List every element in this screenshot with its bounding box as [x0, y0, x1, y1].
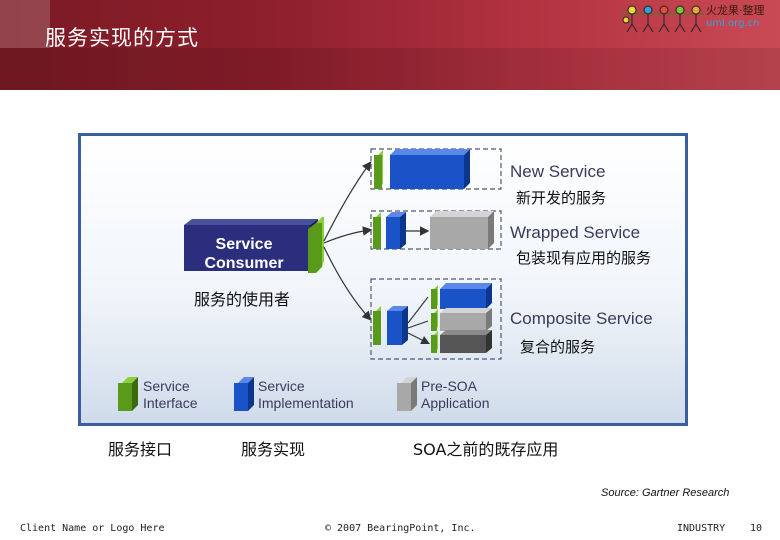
presoa-caption: SOA之前的既存应用	[413, 440, 559, 459]
composite-service-group: Composite Service 复合的服务	[370, 278, 653, 360]
wrapped-service-group: Wrapped Service 包装现有应用的服务	[370, 210, 651, 267]
legend-presoa-line2: Application	[421, 395, 490, 411]
composite-service-dashed-box	[370, 278, 502, 360]
new-service-caption: 新开发的服务	[516, 189, 606, 207]
implementation-caption: 服务实现	[241, 440, 306, 459]
arrow-to-new-service	[323, 161, 372, 242]
legend-interface: Service Interface	[118, 377, 198, 411]
header-bar	[0, 0, 780, 90]
legend-presoa-line1: Pre-SOA	[421, 378, 478, 394]
legend-implementation: Service Implementation	[234, 377, 354, 411]
wrapped-service-label: Wrapped Service	[510, 223, 640, 242]
source-note: Source: Gartner Research	[601, 487, 730, 499]
consumer-label-line1: Service	[216, 236, 273, 253]
consumer-label-line2: Consumer	[204, 255, 283, 272]
service-diagram: Service Consumer New Service 新开发的服务 Wrap…	[78, 133, 688, 426]
legend-interface-line2: Interface	[143, 395, 198, 411]
legend-implementation-line1: Service	[258, 378, 305, 394]
footer-industry: INDUSTRY	[677, 523, 726, 534]
page-title: 服务实现的方式	[45, 26, 199, 50]
footer-page-number: 10	[750, 523, 763, 534]
legend-presoa: Pre-SOA Application	[397, 377, 490, 411]
composite-service-caption: 复合的服务	[520, 338, 595, 356]
new-service-label: New Service	[510, 162, 605, 181]
consumer-caption: 服务的使用者	[194, 290, 291, 309]
footer-copyright: © 2007 BearingPoint, Inc.	[325, 523, 476, 534]
legend-interface-line1: Service	[143, 378, 190, 394]
arrow-to-wrapped-service	[323, 226, 373, 244]
arrow-to-composite-service	[323, 246, 372, 321]
logo-title: 火龙果·整理	[706, 4, 765, 17]
composite-service-label: Composite Service	[510, 309, 653, 328]
logo-url: uml.org.cn	[706, 18, 760, 29]
header-accent	[0, 0, 50, 48]
legend-implementation-line2: Implementation	[258, 395, 354, 411]
consumer-block: Service Consumer	[184, 217, 324, 273]
wrapped-service-caption: 包装现有应用的服务	[516, 249, 651, 267]
logo-figures-icon	[622, 5, 704, 33]
new-service-group: New Service 新开发的服务	[370, 148, 606, 207]
footer-client: Client Name or Logo Here	[20, 523, 165, 534]
composite-arrows	[407, 296, 428, 343]
interface-caption: 服务接口	[108, 440, 173, 459]
header-band	[0, 48, 780, 90]
